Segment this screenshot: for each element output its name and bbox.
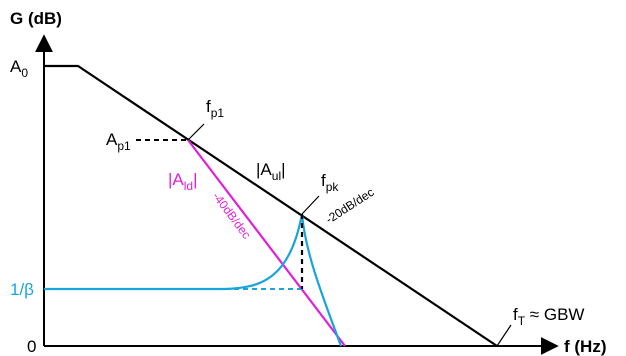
ft-leader [496,324,512,347]
fp1-label: fp1 [206,97,224,120]
ft-gbw-label: fT ≈ GBW [513,305,584,328]
a0-label: A0 [10,57,28,80]
beta-label: 1/β [10,280,34,299]
openloop-gain-line [44,64,498,347]
fp1-leader [187,123,205,141]
ideal-loop-gain-line [187,139,346,347]
x-axis-title: f (Hz) [564,337,606,356]
origin-label: 0 [27,337,36,356]
y-axis-title: G (dB) [10,9,62,28]
fpk-label: fpk [321,171,339,194]
ap1-label: Ap1 [106,130,131,153]
closed-loop-response-curve [44,213,343,347]
ald-label: |Ald| [168,170,198,193]
fpk-leader [301,195,320,215]
aul-label: |Aul| [256,160,286,183]
